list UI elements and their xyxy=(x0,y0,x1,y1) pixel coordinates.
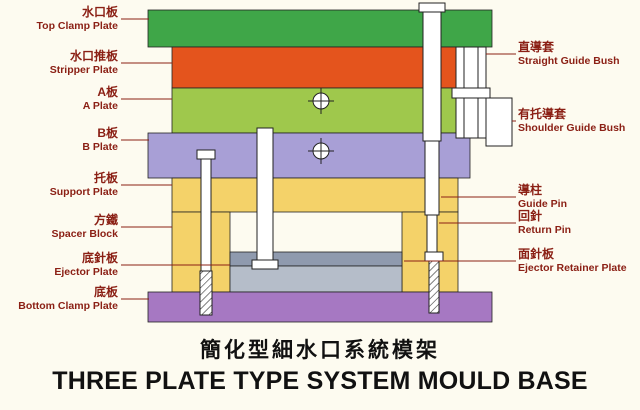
pins xyxy=(196,2,446,316)
label-en: A Plate xyxy=(82,99,118,112)
label-en: Spacer Block xyxy=(51,227,118,240)
label-shoulder-guide-bush: 有托導套 Shoulder Guide Bush xyxy=(518,107,626,134)
label-zh: 方鐵 xyxy=(93,213,118,227)
guide-bushes xyxy=(451,46,513,147)
label-en: Top Clamp Plate xyxy=(36,19,118,32)
puller-bolt-thread xyxy=(199,270,213,316)
title-en: THREE PLATE TYPE SYSTEM MOULD BASE xyxy=(52,367,588,395)
label-zh: 水口推板 xyxy=(69,49,118,63)
label-zh: A板 xyxy=(97,85,118,99)
center-marks xyxy=(308,88,334,164)
label-en: Straight Guide Bush xyxy=(518,54,620,67)
screw-head xyxy=(424,251,444,262)
guide-pin-shaft-mid xyxy=(424,140,440,216)
leader-lines xyxy=(121,18,516,300)
label-zh: 回針 xyxy=(518,209,543,223)
label-a-plate: A板 A Plate xyxy=(82,85,118,112)
label-b-plate: B板 B Plate xyxy=(82,126,118,153)
shoulder-guide-bush-flange xyxy=(451,87,491,99)
label-en: Shoulder Guide Bush xyxy=(518,121,626,134)
label-zh: 托板 xyxy=(93,171,118,185)
guide-pin-cap xyxy=(418,2,446,13)
label-en: B Plate xyxy=(82,140,118,153)
label-spacer-block: 方鐵 Spacer Block xyxy=(51,213,118,240)
guide-pin-shaft-upper xyxy=(422,11,442,142)
label-zh: 直導套 xyxy=(518,40,555,54)
label-bottom-clamp-plate: 底板 Bottom Clamp Plate xyxy=(18,285,118,312)
label-top-clamp-plate: 水口板 Top Clamp Plate xyxy=(36,5,118,32)
stripper-plate-shape xyxy=(171,46,459,89)
straight-guide-bush-shape xyxy=(455,46,487,89)
label-zh: 水口板 xyxy=(81,5,118,19)
diagram xyxy=(121,2,516,323)
label-ejector-plate: 底針板 Ejector Plate xyxy=(54,251,118,278)
label-en: Return Pin xyxy=(518,223,572,236)
center-pin-head xyxy=(251,259,279,270)
label-en: Guide Pin xyxy=(518,197,568,210)
label-zh: 有托導套 xyxy=(518,107,567,121)
diagram-canvas xyxy=(121,2,516,323)
support-plate-shape xyxy=(171,177,459,213)
label-zh: 底板 xyxy=(93,285,118,299)
title-zh: 簡化型細水口系統模架 xyxy=(200,339,440,362)
label-en: Stripper Plate xyxy=(49,63,118,76)
puller-bolt-head xyxy=(196,149,216,160)
label-en: Ejector Retainer Plate xyxy=(518,261,627,274)
label-en: Bottom Clamp Plate xyxy=(18,299,118,312)
label-guide-pin: 導柱 Guide Pin xyxy=(518,183,568,210)
puller-bolt-shaft xyxy=(200,158,212,272)
ejector-plate-shape xyxy=(229,265,403,293)
bush-callout-block xyxy=(485,97,513,147)
b-plate-shape xyxy=(147,132,471,179)
label-en: Support Plate xyxy=(49,185,118,198)
label-support-plate: 托板 Support Plate xyxy=(49,171,118,198)
return-pin-shaft xyxy=(426,214,438,253)
label-ejector-retainer-plate: 面針板 Ejector Retainer Plate xyxy=(518,247,627,274)
label-zh: 導柱 xyxy=(518,183,543,197)
label-zh: 面針板 xyxy=(518,247,555,261)
label-en: Ejector Plate xyxy=(54,265,118,278)
label-zh: 底針板 xyxy=(81,251,118,265)
center-pin-shaft xyxy=(256,127,274,261)
screw-shank xyxy=(428,260,440,314)
label-stripper-plate: 水口推板 Stripper Plate xyxy=(49,49,118,76)
label-return-pin: 回針 Return Pin xyxy=(518,209,572,236)
label-straight-guide-bush: 直導套 Straight Guide Bush xyxy=(518,40,620,67)
title-block: 簡化型細水口系統模架 THREE PLATE TYPE SYSTEM MOULD… xyxy=(0,334,640,396)
a-plate-shape xyxy=(171,87,459,134)
label-zh: B板 xyxy=(97,126,118,140)
